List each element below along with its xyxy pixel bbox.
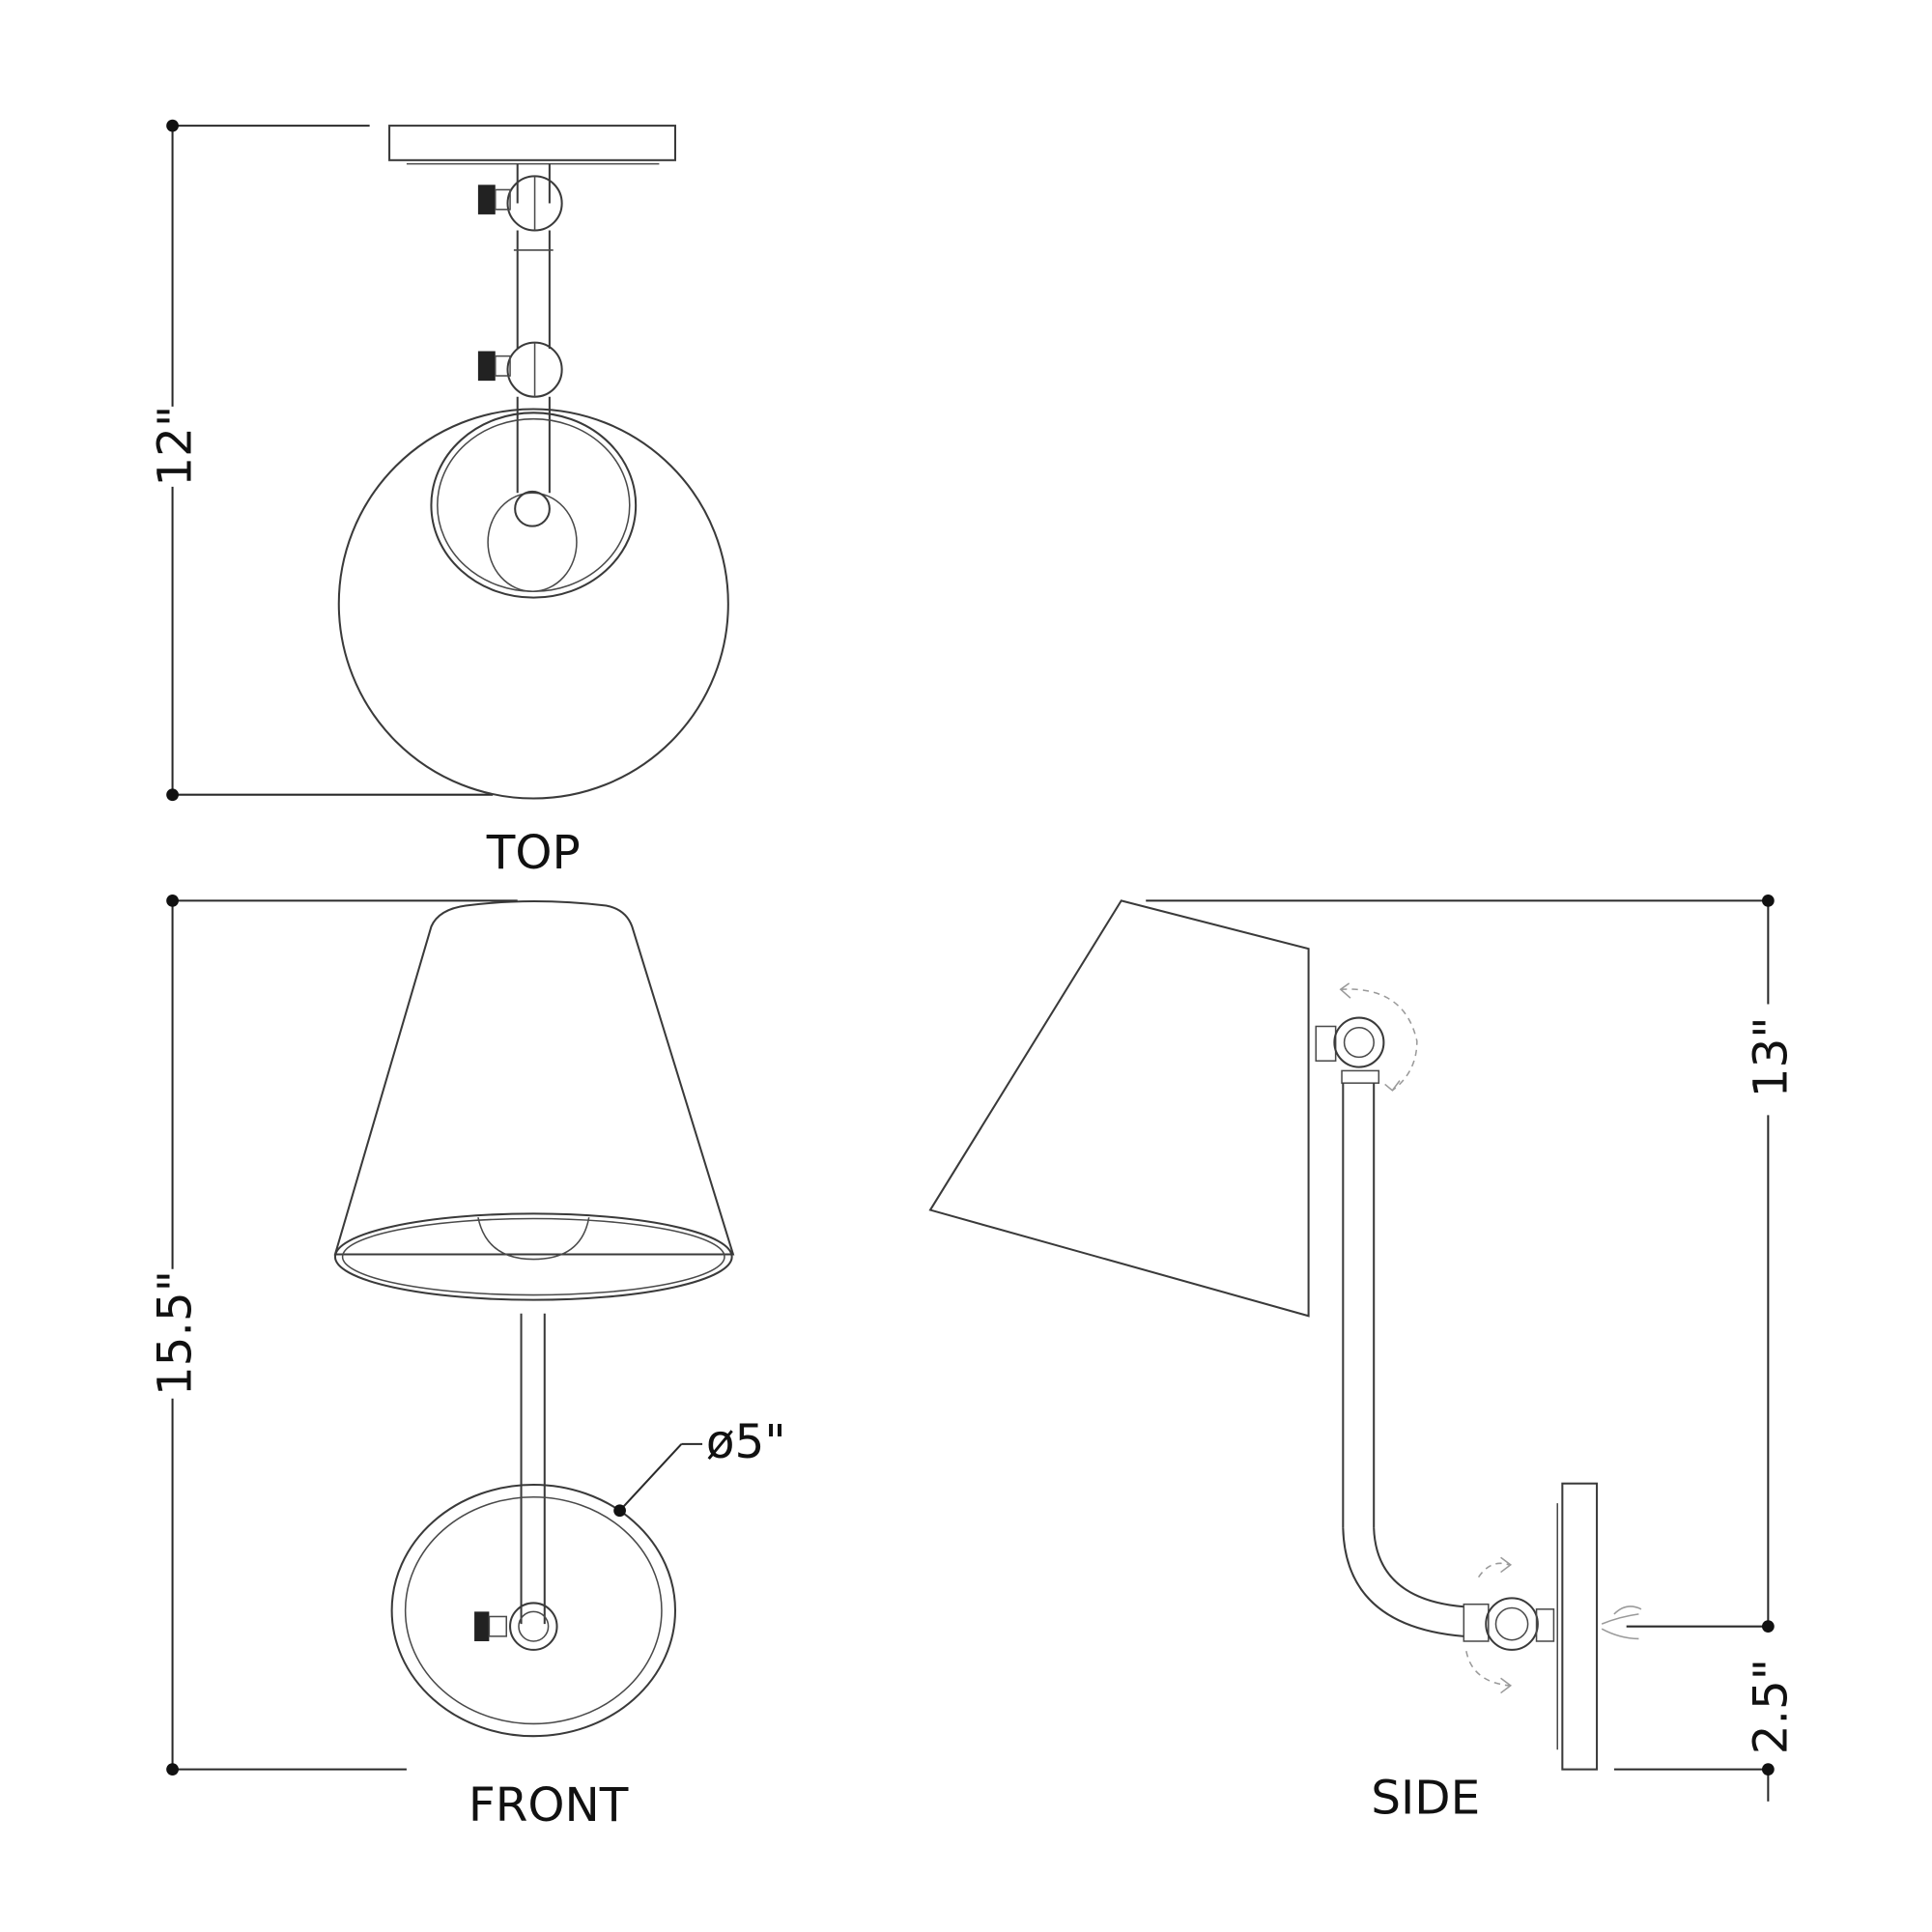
front-view: 15.5" ø5" xyxy=(149,895,786,1776)
top-dimension-label: 12" xyxy=(149,406,203,487)
shade-outline-side xyxy=(928,899,1310,1318)
knurled-knob-icon xyxy=(474,1611,490,1641)
shade-outline-front xyxy=(333,900,735,1256)
rotation-arrow-icon xyxy=(1340,988,1418,1092)
shade-outline-top xyxy=(337,408,729,800)
side-view: 13" 2.5" xyxy=(928,895,1798,1802)
mounting-hardware-icon xyxy=(1601,1605,1642,1640)
side-dimension-line: 13" 2.5" xyxy=(1146,895,1798,1802)
diameter-callout: ø5" xyxy=(613,1415,786,1518)
top-view: 12" xyxy=(149,119,729,802)
diameter-label: ø5" xyxy=(706,1415,786,1469)
side-extension-label: 2.5" xyxy=(1744,1659,1798,1754)
top-view-label: TOP xyxy=(486,826,581,880)
rotation-arrow-icon xyxy=(1477,1562,1510,1578)
side-view-label: SIDE xyxy=(1371,1772,1480,1826)
backplate-front xyxy=(390,1483,676,1738)
knurled-knob-icon xyxy=(477,185,496,214)
front-view-label: FRONT xyxy=(469,1778,629,1833)
knurled-knob-icon xyxy=(477,351,496,382)
side-height-label: 13" xyxy=(1744,1016,1798,1097)
front-dimension-label: 15.5" xyxy=(149,1270,203,1396)
backplate-side xyxy=(1561,1482,1599,1771)
front-dimension-line: 15.5" xyxy=(149,895,518,1776)
wall-plate-top xyxy=(388,125,676,161)
top-dimension-line: 12" xyxy=(149,119,494,802)
